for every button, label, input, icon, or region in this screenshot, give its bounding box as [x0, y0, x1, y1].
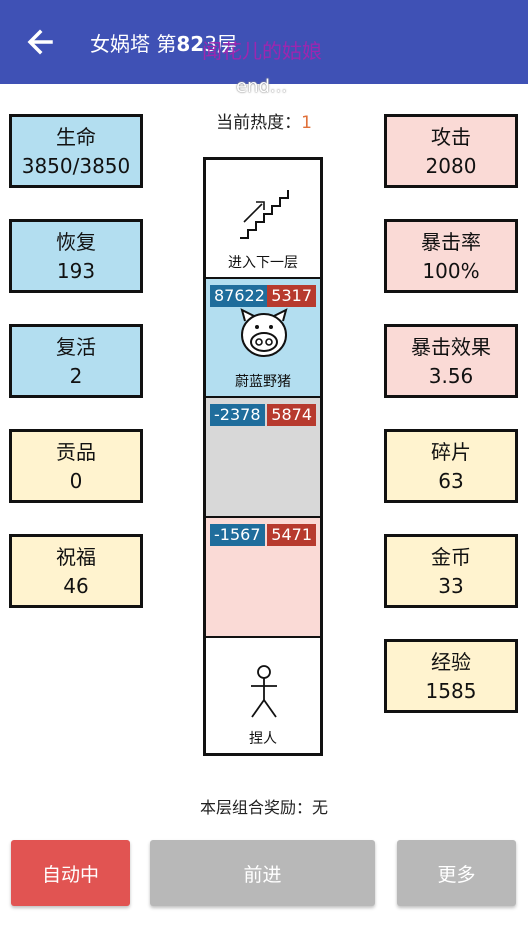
stat-value: 2: [69, 364, 83, 388]
next-floor-label: 进入下一层: [228, 255, 298, 271]
back-arrow-icon: [27, 29, 53, 55]
stat-label: 金币: [431, 545, 471, 569]
stat-value: 46: [63, 574, 89, 598]
monster-name: 蔚蓝野猪: [235, 374, 291, 390]
stat-fragments: 碎片 63: [384, 429, 518, 503]
heat-indicator: 当前热度：1: [0, 108, 528, 133]
forward-button[interactable]: 前进: [150, 840, 375, 906]
tower-cell-next-floor[interactable]: 进入下一层: [206, 160, 320, 279]
stat-crit-rate: 暴击率 100%: [384, 219, 518, 293]
stat-value: 3850/3850: [21, 154, 131, 178]
cell-hp-badge: -2378: [210, 404, 265, 426]
stat-label: 祝福: [56, 545, 96, 569]
user-name: 闻花儿的姑娘: [202, 39, 322, 63]
reward-value: 无: [312, 798, 329, 817]
stat-label: 攻击: [431, 125, 471, 149]
stat-blessing: 祝福 46: [9, 534, 143, 608]
cell-atk-badge: 5874: [267, 404, 316, 426]
stat-label: 暴击率: [421, 230, 481, 254]
stat-value: 3.56: [428, 364, 474, 388]
stat-experience: 经验 1585: [384, 639, 518, 713]
stat-label: 碎片: [431, 440, 471, 464]
stat-label: 经验: [431, 650, 471, 674]
stat-value: 0: [69, 469, 83, 493]
stat-offering: 贡品 0: [9, 429, 143, 503]
stat-value: 193: [56, 259, 96, 283]
title-suffix: 3层: [204, 32, 237, 56]
marquee-text: end...: [236, 76, 288, 97]
stat-label: 生命: [56, 125, 96, 149]
stat-label: 暴击效果: [411, 335, 491, 359]
stat-label: 贡品: [56, 440, 96, 464]
stat-value: 33: [438, 574, 464, 598]
stat-label: 复活: [56, 335, 96, 359]
cell-atk-badge: 5471: [267, 524, 316, 546]
stick-figure-icon: [251, 665, 277, 718]
stat-value: 100%: [422, 259, 480, 283]
more-button[interactable]: 更多: [397, 840, 516, 906]
page-title: 女娲塔 第823层: [90, 28, 237, 57]
stairs-icon: [240, 190, 289, 239]
player-label: 捏人: [249, 731, 277, 747]
stat-label: 恢复: [56, 230, 96, 254]
stat-attack: 攻击 2080: [384, 114, 518, 188]
auto-button[interactable]: 自动中: [11, 840, 130, 906]
tower-cell-player[interactable]: 捏人: [206, 638, 320, 753]
tower-cell-gray[interactable]: -2378 5874: [206, 398, 320, 518]
floor-combo-reward: 本层组合奖励：无: [0, 794, 528, 818]
back-button[interactable]: [22, 24, 58, 60]
monster-atk-badge: 5317: [267, 285, 316, 307]
monster-hp-badge: 87622: [210, 285, 269, 307]
boar-icon: [240, 308, 288, 357]
stat-revive: 复活 2: [9, 324, 143, 398]
title-prefix: 女娲塔 第: [90, 32, 177, 56]
stat-value: 2080: [425, 154, 477, 178]
tower-cell-monster[interactable]: 87622 5317 蔚蓝野猪: [206, 279, 320, 398]
floor-number: 82: [176, 32, 205, 56]
stat-value: 1585: [425, 679, 477, 703]
heat-value: 1: [301, 113, 312, 133]
heat-label: 当前热度：: [216, 113, 302, 133]
stat-crit-effect: 暴击效果 3.56: [384, 324, 518, 398]
stat-gold: 金币 33: [384, 534, 518, 608]
tower-column: 进入下一层 87622 5317 蔚蓝野猪 -2378 5874 -1567 5…: [203, 157, 323, 756]
tower-cell-pink[interactable]: -1567 5471: [206, 518, 320, 638]
cell-hp-badge: -1567: [210, 524, 265, 546]
stat-hp: 生命 3850/3850: [9, 114, 143, 188]
reward-label: 本层组合奖励：: [199, 798, 312, 817]
stat-regen: 恢复 193: [9, 219, 143, 293]
stat-value: 63: [438, 469, 464, 493]
app-bar: 女娲塔 第823层 闻花儿的姑娘: [0, 0, 528, 84]
